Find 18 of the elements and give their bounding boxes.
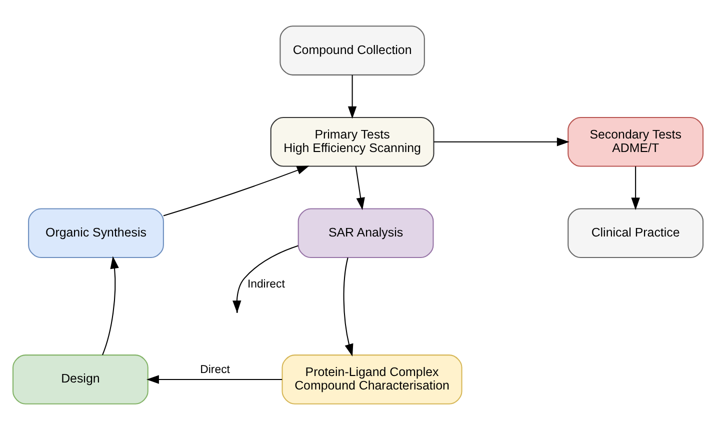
arrow	[355, 166, 365, 210]
node-box: Clinical Practice	[568, 208, 704, 258]
arrow	[631, 166, 640, 210]
arrow	[102, 256, 119, 356]
node-box: Secondary Tests ADME/T	[568, 116, 704, 167]
arrow	[434, 137, 570, 146]
node-box: SAR Analysis	[298, 208, 434, 258]
node-box: Organic Synthesis	[28, 208, 164, 258]
node-box: Primary Tests High Efficiency Scanning	[270, 116, 434, 167]
arrow	[348, 75, 357, 119]
node-box: Protein-Ligand Complex Compound Characterisation	[282, 354, 462, 404]
arrow	[343, 258, 354, 356]
arrow	[146, 375, 282, 384]
edge-label: Indirect	[247, 278, 285, 290]
arrow	[163, 166, 310, 216]
edge-label: Direct	[200, 364, 230, 376]
node-box: Compound Collection	[280, 26, 425, 76]
node-box: Design	[12, 354, 148, 404]
